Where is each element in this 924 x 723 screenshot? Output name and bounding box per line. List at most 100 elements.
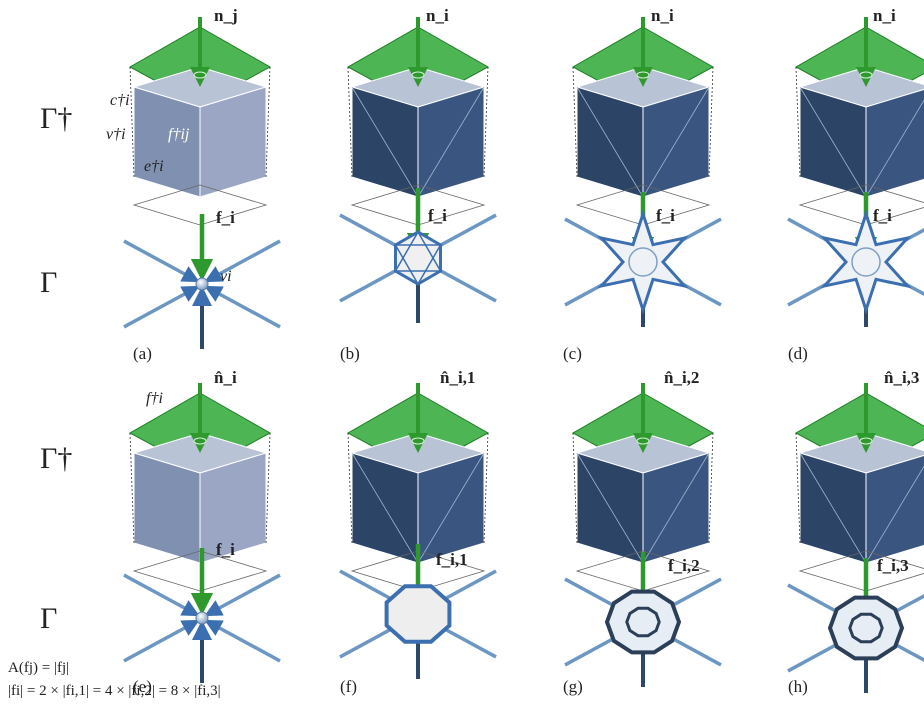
annotation-edge: e†i bbox=[144, 158, 164, 175]
form-diagram-top-1 bbox=[346, 17, 490, 226]
base-wireframe bbox=[350, 550, 486, 592]
inner-ring bbox=[625, 606, 661, 638]
normal-label-g: n̂_i,2 bbox=[664, 368, 700, 387]
force-diagram-h bbox=[787, 558, 924, 693]
force-diagram-d bbox=[787, 192, 924, 327]
panel-label-f: (f) bbox=[340, 677, 357, 696]
form-diagram-top-2 bbox=[571, 17, 715, 226]
force-diagram-f bbox=[339, 544, 497, 679]
panel-label-b: (b) bbox=[340, 344, 360, 363]
cube-diagonal bbox=[642, 86, 710, 198]
member bbox=[394, 231, 419, 272]
normal-label-c: n_i bbox=[651, 6, 674, 25]
guide-line bbox=[795, 432, 801, 544]
force-diagram-e bbox=[123, 548, 281, 683]
base-wireframe bbox=[798, 184, 924, 226]
base-wireframe bbox=[798, 550, 924, 592]
guide-line bbox=[347, 432, 353, 544]
force-arrow bbox=[204, 285, 281, 329]
form-diagram-bottom-1 bbox=[346, 383, 490, 592]
cube-diagonal bbox=[865, 465, 924, 564]
cube-diagonal bbox=[576, 452, 644, 564]
star-polyhedron bbox=[820, 209, 912, 315]
cube-right-face bbox=[199, 452, 267, 564]
force-arrow bbox=[204, 619, 281, 663]
force-arrow bbox=[204, 239, 281, 283]
force-diagram-c bbox=[564, 192, 722, 327]
annotation-face: f†ij bbox=[168, 126, 190, 143]
cube-left-face bbox=[133, 452, 201, 564]
force-diagram-a bbox=[123, 214, 281, 349]
form-diagram-bottom-3 bbox=[794, 383, 924, 592]
node bbox=[195, 277, 209, 291]
base-wireframe bbox=[575, 184, 711, 226]
normal-label-h: n̂_i,3 bbox=[884, 368, 920, 387]
polyhedron bbox=[384, 584, 452, 644]
base-wireframe bbox=[575, 550, 711, 592]
guide-line bbox=[708, 432, 714, 544]
cube-diagonal bbox=[351, 86, 419, 198]
cube-diagonal bbox=[799, 86, 867, 198]
panel-label-d: (d) bbox=[788, 344, 808, 363]
form-diagram-top-3 bbox=[794, 17, 924, 226]
panel-label-h: (h) bbox=[788, 677, 808, 696]
rotation-marker bbox=[193, 437, 207, 445]
inner-cell bbox=[628, 247, 658, 277]
cube-diagonal bbox=[576, 86, 644, 198]
rotation-marker bbox=[193, 71, 207, 79]
annotation-face-e: f†i bbox=[146, 390, 163, 407]
force-arrow bbox=[204, 573, 281, 617]
guide-line bbox=[265, 432, 271, 544]
annotation-cell: c†i bbox=[110, 92, 130, 109]
annotation-vertex: v†i bbox=[106, 126, 126, 143]
normal-label-a: n_j bbox=[214, 6, 238, 25]
force-label-f: f_i,1 bbox=[436, 550, 468, 569]
polyhedron bbox=[604, 589, 682, 655]
guide-line bbox=[129, 66, 135, 178]
form-diagram-bottom-0 bbox=[128, 383, 272, 592]
force-label-a: f_i bbox=[216, 208, 235, 227]
row-label-force-top: Γ bbox=[40, 266, 58, 299]
guide-line bbox=[483, 66, 489, 178]
rotation-marker bbox=[859, 71, 873, 79]
guide-line bbox=[795, 66, 801, 178]
cube-diagonal bbox=[865, 99, 924, 198]
rotation-marker bbox=[636, 71, 650, 79]
member bbox=[394, 244, 419, 285]
force-diagram-b bbox=[339, 188, 497, 323]
guide-line bbox=[483, 432, 489, 544]
force-arrow bbox=[123, 619, 200, 663]
member bbox=[417, 244, 442, 285]
cube-diagonal bbox=[351, 452, 419, 564]
normal-label-d: n_i bbox=[873, 6, 896, 25]
star-polyhedron bbox=[597, 209, 689, 315]
row-label-force-bottom: Γ bbox=[40, 602, 58, 635]
force-arrow bbox=[123, 573, 200, 617]
form-diagram-top-0 bbox=[128, 17, 272, 226]
cube-right-face bbox=[199, 86, 267, 198]
rotation-marker bbox=[859, 437, 873, 445]
normal-label-e: n̂_i bbox=[214, 368, 237, 387]
form-diagram-bottom-2 bbox=[571, 383, 715, 592]
guide-line bbox=[572, 432, 578, 544]
annotation-force-vertex: vi bbox=[220, 268, 232, 285]
cube-right-face bbox=[865, 88, 924, 198]
force-diagram-g bbox=[564, 552, 722, 687]
normal-label-b: n_i bbox=[426, 6, 449, 25]
force-label-g: f_i,2 bbox=[668, 556, 700, 575]
guide-line bbox=[129, 432, 135, 544]
cube-diagonal bbox=[799, 452, 867, 564]
guide-line bbox=[572, 66, 578, 178]
inner-cell bbox=[851, 247, 881, 277]
panel-label-c: (c) bbox=[563, 344, 582, 363]
force-label-e: f_i bbox=[216, 540, 235, 559]
guide-line bbox=[265, 66, 271, 178]
cube-left-face bbox=[133, 86, 201, 198]
base-wireframe bbox=[132, 184, 268, 226]
force-arrow bbox=[123, 285, 200, 329]
inner-ring bbox=[848, 612, 884, 644]
polyhedron bbox=[827, 595, 905, 661]
guide-line bbox=[708, 66, 714, 178]
node bbox=[195, 611, 209, 625]
